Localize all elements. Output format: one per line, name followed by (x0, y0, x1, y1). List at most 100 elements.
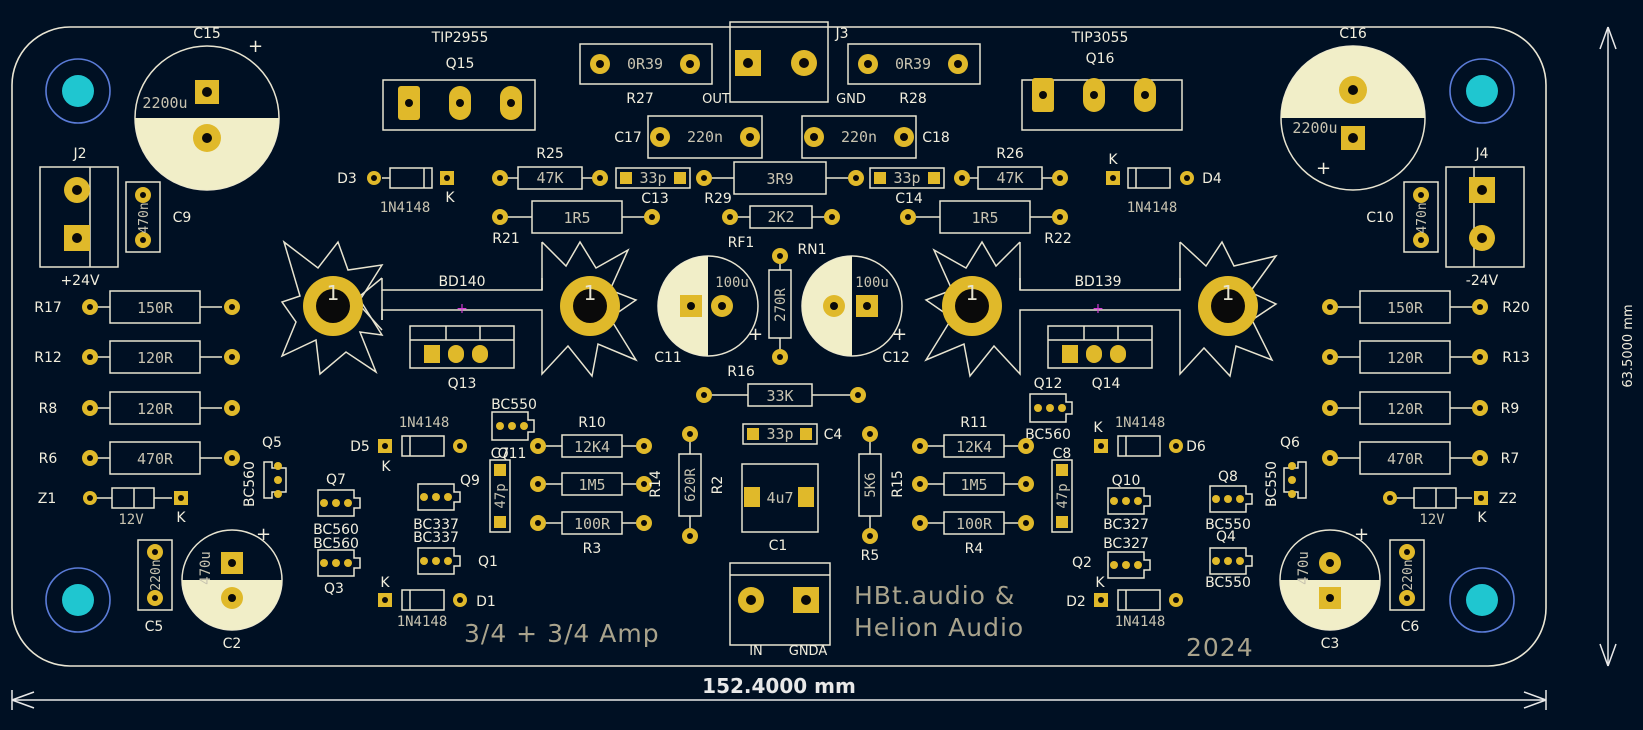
q7-value: BC560 (313, 522, 359, 538)
d1-value: 1N4148 (397, 614, 448, 630)
dimension-vertical: 63.5000 mm (1599, 26, 1636, 667)
c11-value: 100u (715, 275, 749, 291)
capacitor-c4: 33p C4 (742, 423, 843, 445)
z1-value: 12V (118, 512, 144, 528)
r14-ref: R14 (648, 470, 664, 498)
q3-value: BC560 (313, 536, 359, 552)
r3-ref: R3 (583, 541, 602, 557)
q15-value: TIP2955 (431, 30, 489, 46)
c1-value: 4u7 (766, 489, 793, 507)
r26-value: 47K (996, 169, 1023, 187)
transistor-q15: TIP2955 Q15 (382, 30, 536, 131)
transistor-q9: Q9 BC337 (413, 473, 480, 533)
c18-ref: C18 (922, 130, 950, 146)
capacitor-c9: 470n C9 (125, 181, 192, 253)
c13-value: 33p (639, 169, 666, 187)
resistor-r22: 1R5 R22 (900, 200, 1072, 247)
r29-value: 3R9 (766, 170, 793, 188)
q11-value: BC550 (491, 397, 537, 413)
diode-d5: D5 K 1N4148 (350, 415, 467, 475)
c4-ref: C4 (824, 427, 843, 443)
transistor-q5: Q5 BC560 (242, 435, 287, 507)
r7-value: 470R (1387, 450, 1424, 468)
z2-k-label: K (1477, 510, 1487, 526)
c7-value: 47p (493, 483, 509, 508)
j2-voltage: +24V (60, 273, 100, 289)
q16-ref: Q16 (1086, 51, 1115, 67)
c17-value: 220n (687, 128, 723, 146)
d6-ref: D6 (1186, 439, 1206, 455)
resistor-r16: 33K R16 (696, 364, 866, 407)
r15-ref: R15 (890, 470, 906, 498)
r2-ref: R2 (710, 476, 726, 495)
svg-text:+: + (1354, 524, 1369, 545)
d3-k-label: K (445, 190, 455, 206)
capacitor-c2: 470u C2 + (181, 524, 283, 652)
transistor-q8: Q8 BC550 (1205, 469, 1253, 533)
r9-ref: R9 (1501, 401, 1520, 417)
transistor-q16: TIP3055 Q16 (1021, 30, 1183, 131)
r5-value: 5K6 (863, 472, 879, 497)
resistor-r14: 1M5 R14 (530, 470, 664, 498)
r25-value: 47K (536, 169, 563, 187)
z2-ref: Z2 (1499, 491, 1518, 507)
svg-text:+: + (456, 301, 468, 317)
r4-value: 100R (956, 515, 993, 533)
brand-line-1: HBt.audio & (854, 581, 1015, 610)
r22-ref: R22 (1044, 231, 1072, 247)
r21-value: 1R5 (563, 209, 590, 227)
c13-ref: C13 (641, 191, 669, 207)
q6-ref: Q6 (1280, 435, 1300, 451)
capacitor-c8: 47p C8 (1051, 446, 1073, 533)
q3-ref: Q3 (324, 581, 344, 597)
r20-ref: R20 (1502, 300, 1530, 316)
c8-ref: C8 (1053, 446, 1072, 462)
r16-ref: R16 (727, 364, 755, 380)
connector-j4: J4 -24V (1445, 146, 1525, 289)
transistor-q4: Q4 BC550 (1205, 529, 1253, 591)
q10-value: BC327 (1103, 517, 1149, 533)
transistor-q13: Q13 (409, 325, 515, 392)
capacitor-c5: 220n C5 (137, 539, 173, 635)
c18-value: 220n (841, 128, 877, 146)
r7-ref: R7 (1501, 451, 1520, 467)
r2-value: 620R (683, 468, 699, 502)
heatsink-right-pin1: 1 (966, 281, 979, 305)
r22-value: 1R5 (971, 209, 998, 227)
r12-value: 120R (137, 349, 174, 367)
r28-value: 0R39 (895, 55, 931, 73)
r16-value: 33K (766, 387, 793, 405)
dimension-vertical-label: 63.5000 mm (1621, 304, 1636, 387)
capacitor-c10: 470n C10 (1366, 181, 1439, 253)
c10-ref: C10 (1366, 210, 1394, 226)
d2-value: 1N4148 (1115, 614, 1166, 630)
c9-ref: C9 (173, 210, 192, 226)
q9-ref: Q9 (460, 473, 480, 489)
capacitor-c17: 220n C17 (614, 115, 763, 159)
amp-title: 3/4 + 3/4 Amp (464, 619, 660, 648)
svg-text:+: + (256, 524, 271, 545)
c4-value: 33p (766, 425, 793, 443)
j3-out-label: OUT (702, 92, 730, 107)
c14-value: 33p (893, 169, 920, 187)
capacitor-c16: C16 2200u + (1280, 26, 1426, 191)
r15-value: 1M5 (960, 476, 987, 494)
c10-value: 470n (1415, 202, 1430, 233)
c12-value: 100u (855, 275, 889, 291)
r11-ref: R11 (960, 415, 988, 431)
resistor-r11: 12K4 R11 (912, 415, 1034, 458)
z1-ref: Z1 (38, 491, 57, 507)
year-label: 2024 (1186, 633, 1254, 662)
d4-ref: D4 (1202, 171, 1222, 187)
transistor-q12: Q12 BC560 (1025, 376, 1073, 443)
q14-value: BD139 (1074, 274, 1121, 290)
r28-ref: R28 (899, 91, 927, 107)
c3-value: 470u (1296, 551, 1312, 585)
q9-value: BC337 (413, 517, 459, 533)
resistor-r2: 620R R2 (678, 426, 726, 544)
q4-ref: Q4 (1216, 529, 1236, 545)
transistor-q6: Q6 BC550 (1264, 435, 1307, 507)
capacitor-c13: 33p C13 (615, 167, 691, 207)
q2-value: BC327 (1103, 536, 1149, 552)
q14-ref: Q14 (1092, 376, 1121, 392)
